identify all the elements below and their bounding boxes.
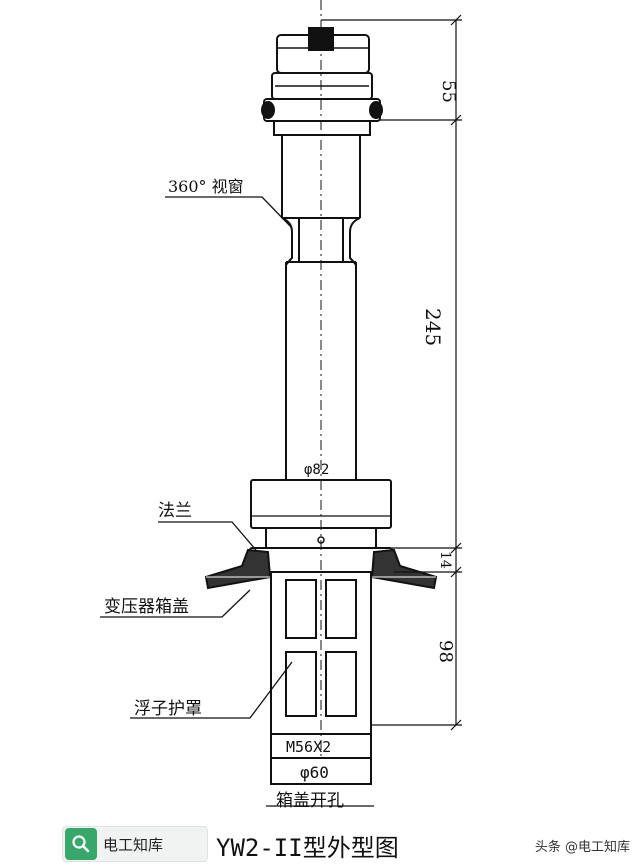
top-cap <box>261 27 383 136</box>
label-float-cover: 浮子护罩 <box>134 699 202 719</box>
dim-98: 98 <box>435 640 456 663</box>
badge-text: 电工知库 <box>103 835 164 854</box>
float-guard <box>270 571 372 785</box>
figure-caption: YW2-II型外型图 <box>216 834 399 862</box>
dim-thread: M56X2 <box>286 738 331 756</box>
label-tank-hole: 箱盖开孔 <box>276 791 344 811</box>
dim-55: 55 <box>438 80 459 103</box>
main-tube <box>285 261 357 480</box>
tank-cover-section <box>204 548 438 590</box>
watermark: 头条 @电工知库 <box>534 840 630 855</box>
leader-lines <box>100 196 374 807</box>
sight-window-body <box>281 135 361 266</box>
label-flange: 法兰 <box>158 501 192 521</box>
flange-center-mark <box>317 536 325 544</box>
dim-14: 14 <box>437 551 453 569</box>
dim-245: 245 <box>421 308 445 346</box>
dimension-lines <box>321 14 462 731</box>
dim-phi60: φ60 <box>300 763 329 782</box>
source-badge[interactable]: 电工知库 <box>62 826 208 862</box>
dim-phi82: φ82 <box>304 462 329 478</box>
label-tank-cover: 变压器箱盖 <box>104 597 189 617</box>
search-icon <box>65 828 97 860</box>
label-view-window: 360° 视窗 <box>168 177 244 196</box>
